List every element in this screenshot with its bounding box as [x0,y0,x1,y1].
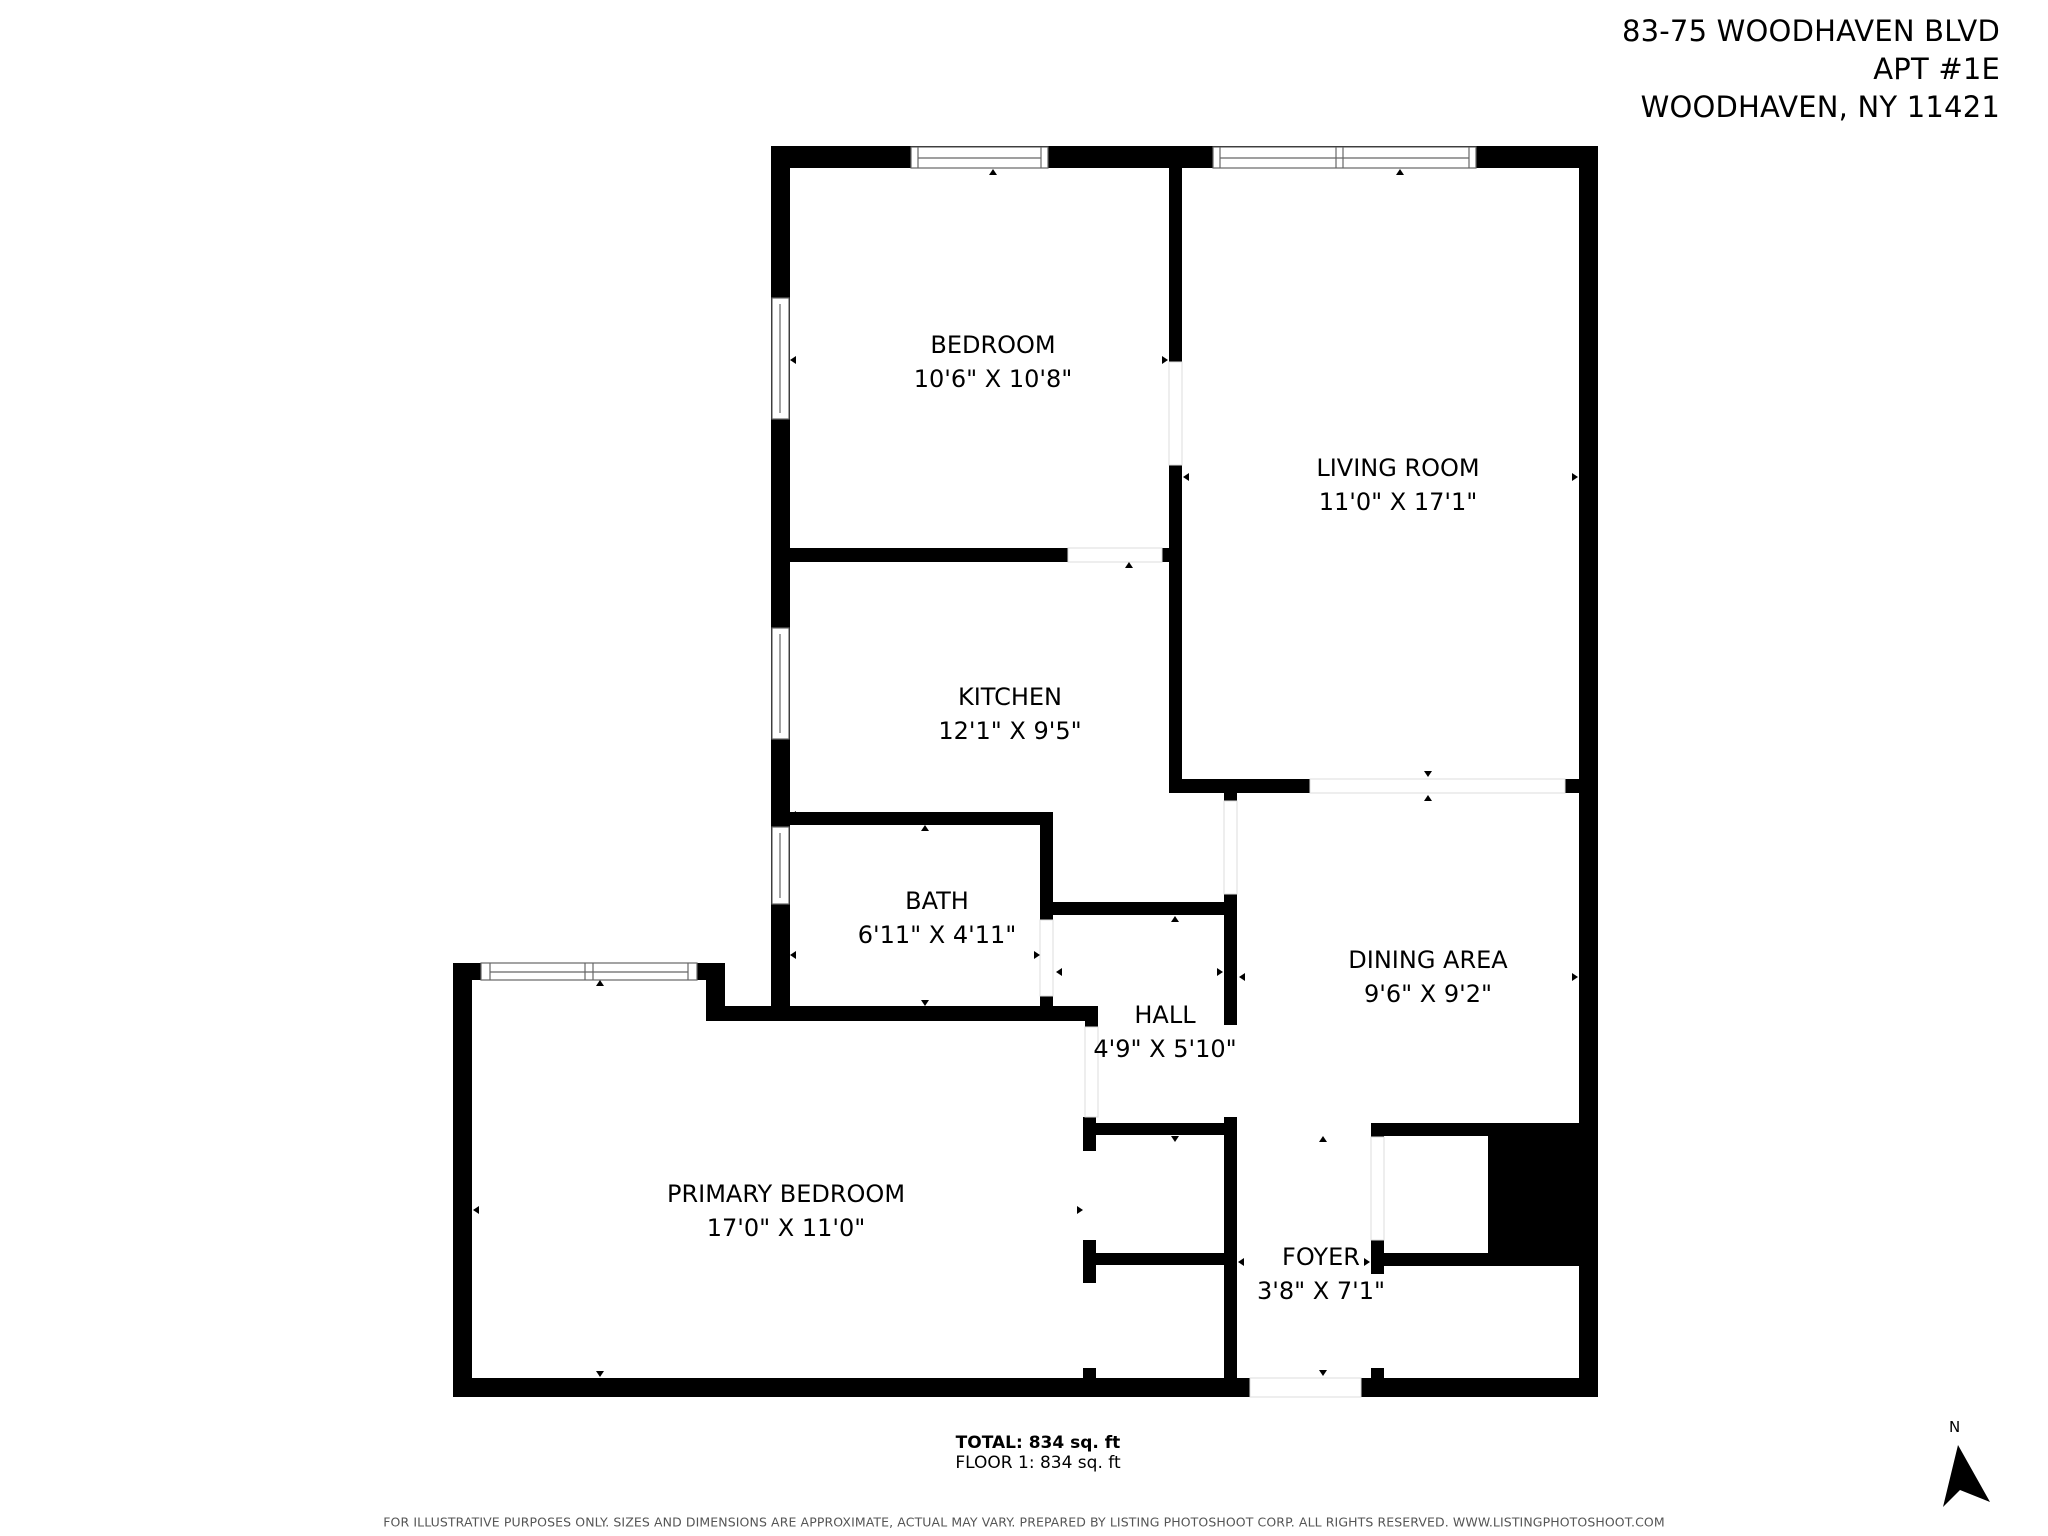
windows [480,146,1477,981]
wall-bedroom-kitchen-stub [1162,548,1182,562]
room-kitchen-dims: 12'1" X 9'5" [938,717,1082,745]
closet-top-wall [1083,1123,1236,1135]
room-dining-area-dims: 9'6" X 9'2" [1363,980,1493,1008]
room-foyer-dims: 3'8" X 7'1" [1256,1277,1386,1305]
wall-bath-right-stub [1040,996,1053,1008]
wall-dining-stub [1224,793,1237,801]
area-totals: TOTAL: 834 sq. ft FLOOR 1: 834 sq. ft [955,1433,1121,1474]
wall-primary-top-left [453,963,481,980]
wall-bedroom-living-upper [1169,146,1182,362]
room-bedroom-dims: 10'6" X 10'8" [913,365,1073,393]
wall-foyer-right-mid [1371,1240,1384,1274]
closet-stub-3 [1083,1368,1096,1380]
room-kitchen: KITCHEN 12'1" X 9'5" [938,680,1081,748]
door-openings [1039,361,1566,1398]
room-bedroom-name: BEDROOM [930,331,1056,359]
room-hall: HALL 4'9" X 5'10" [1093,998,1236,1066]
wall-right [1579,146,1598,1397]
wall-living-dining-right [1565,779,1598,793]
wall-bottom-left [453,1378,1250,1397]
wall-primary-left [453,963,472,1397]
room-primary-bedroom-name: PRIMARY BEDROOM [666,1180,906,1208]
room-foyer-name: FOYER [1282,1243,1360,1271]
wall-living-dining-left [1169,779,1310,793]
room-primary-bedroom-dims: 17'0" X 11'0" [706,1214,866,1242]
wall-hall-left-stub [1085,1006,1098,1027]
room-living-room-dims: 11'0" X 17'1" [1318,488,1478,516]
wall-bedroom-kitchen [771,548,1068,562]
room-living-room: LIVING ROOM 11'0" X 17'1" [1316,451,1479,519]
wall-bedroom-living-lower [1169,465,1182,793]
wall-foyer-right-bottom [1371,1368,1384,1397]
dimension-markers [473,169,1578,1377]
room-hall-name: HALL [1134,1001,1196,1029]
room-foyer: FOYER 3'8" X 7'1" [1257,1240,1385,1308]
closet-right-block [1488,1123,1598,1266]
address-unit: APT #1E [1873,52,2000,86]
room-primary-bedroom: PRIMARY BEDROOM 17'0" X 11'0" [667,1177,905,1245]
total-area: TOTAL: 834 sq. ft [955,1433,1121,1453]
room-bath: BATH 6'11" X 4'11" [858,884,1017,952]
room-hall-dims: 4'9" X 5'10" [1093,1035,1237,1063]
address-street: 83-75 WOODHAVEN BLVD [1621,14,2000,48]
wall-bath-right [1040,812,1053,920]
room-kitchen-name: KITCHEN [957,683,1062,711]
compass: N [1935,1418,2005,1518]
disclaimer: FOR ILLUSTRATIVE PURPOSES ONLY. SIZES AN… [383,1514,1665,1530]
room-dining-area: DINING AREA 9'6" X 9'2" [1348,943,1507,1011]
wall-foyer-left [1224,1117,1237,1397]
wall-bath-top [771,812,1053,825]
north-arrow-icon [1943,1445,1990,1507]
room-bath-dims: 6'11" X 4'11" [857,921,1017,949]
room-bedroom: BEDROOM 10'6" X 10'8" [914,328,1073,396]
compass-north-label: N [1949,1418,1961,1436]
wall-primary-top-right [697,963,725,980]
wall-hall-top [1053,902,1236,915]
wall-hall-dining [1224,894,1237,1025]
closet-mid-wall [1083,1253,1236,1265]
wall-bath-bottom [706,1006,1098,1021]
address-city: WOODHAVEN, NY 11421 [1640,90,2000,124]
wall-bottom-right [1361,1378,1598,1397]
room-living-room-name: LIVING ROOM [1316,454,1480,482]
room-bath-name: BATH [905,887,969,915]
room-dining-area-name: DINING AREA [1348,946,1508,974]
property-address: 83-75 WOODHAVEN BLVD APT #1E WOODHAVEN, … [1622,12,2000,126]
floor1-area: FLOOR 1: 834 sq. ft [955,1453,1121,1473]
